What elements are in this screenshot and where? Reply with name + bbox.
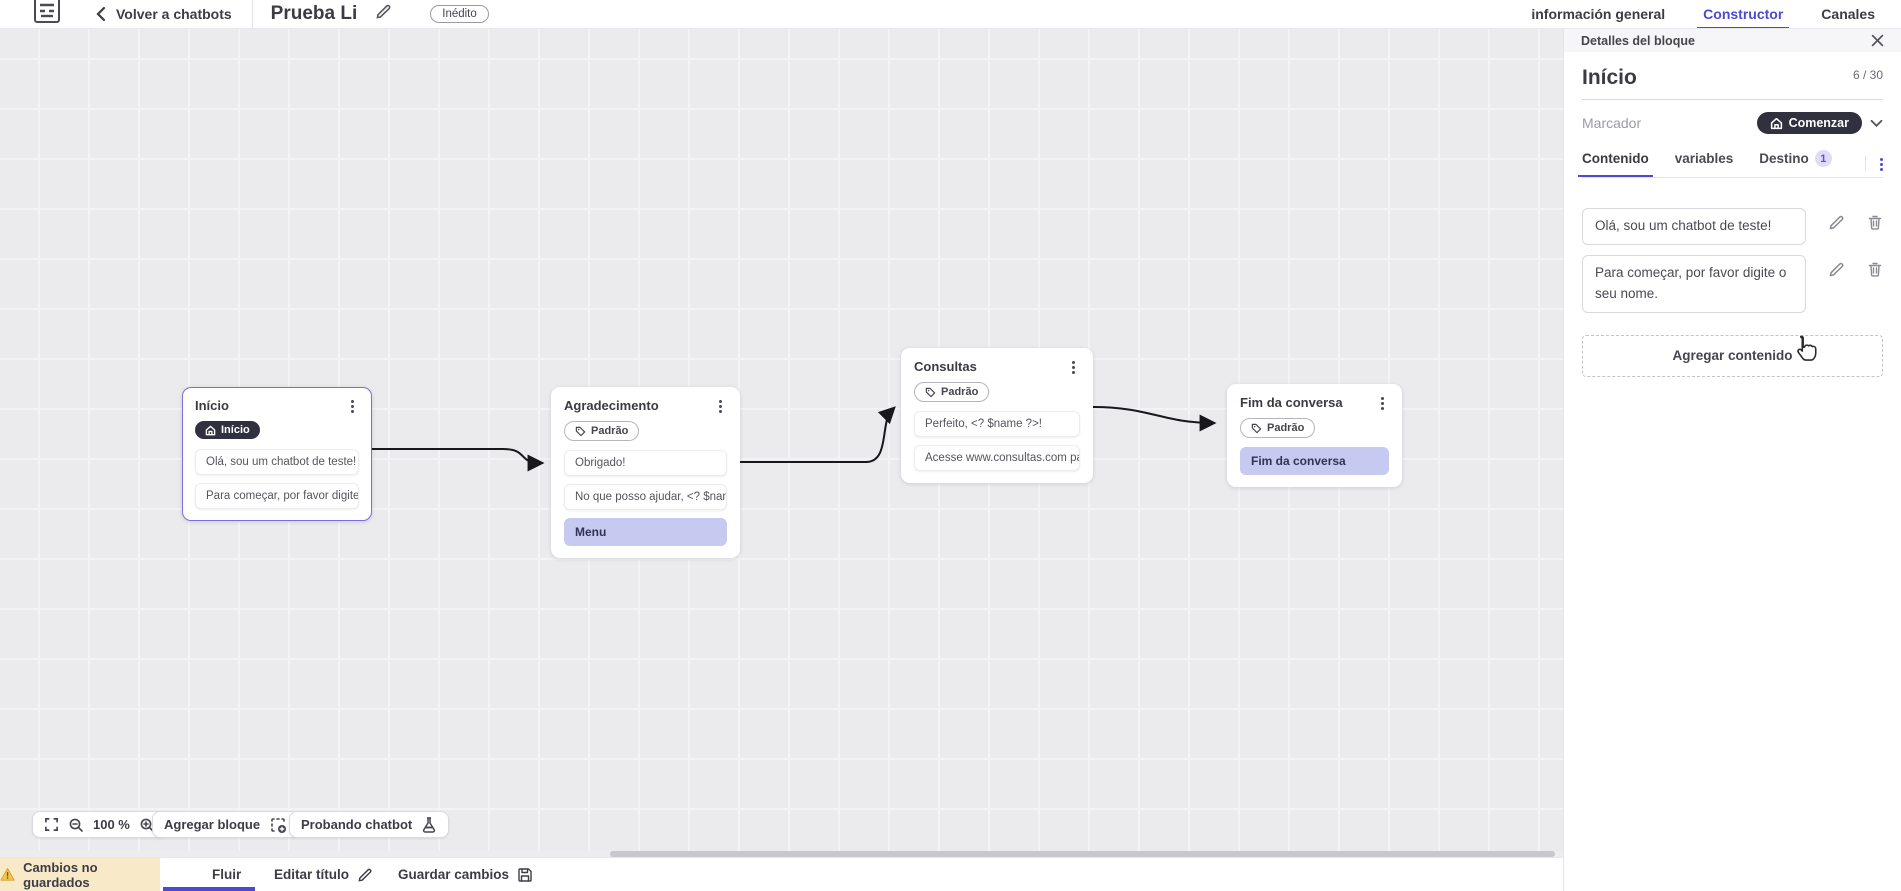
edit-content-icon[interactable] [1828, 214, 1845, 231]
delete-content-icon[interactable] [1867, 214, 1883, 231]
block-content-row[interactable]: Olá, sou um chatbot de teste! [195, 448, 359, 475]
save-icon [518, 867, 532, 882]
block-content-row[interactable]: Para começar, por favor digite o ... [195, 482, 359, 509]
tag-icon [925, 387, 936, 397]
edit-content-icon[interactable] [1828, 261, 1845, 278]
active-tab-underline [163, 887, 255, 891]
panel-tabs: Contenido variables Destino 1 [1578, 150, 1883, 178]
fullscreen-icon[interactable] [44, 817, 59, 832]
add-block-label: Agregar bloque [164, 817, 261, 832]
edit-title-button[interactable]: Editar título [274, 858, 373, 891]
chevron-down-icon[interactable] [1870, 119, 1883, 128]
block-menu-icon[interactable] [1375, 395, 1389, 411]
block-content-row[interactable]: No que posso ajudar, <? $name ... [564, 483, 727, 510]
status-badge: Inédito [430, 5, 489, 23]
block-content-row[interactable]: Obrigado! [564, 449, 727, 476]
block-tag-default: Padrão [914, 382, 990, 402]
close-icon[interactable] [1871, 34, 1884, 47]
block-title: Início [195, 398, 229, 413]
flow-block-consultas[interactable]: Consultas Padrão Perfeito, <? $name ?>! … [901, 348, 1093, 483]
add-content-button[interactable]: Agregar contenido [1582, 334, 1883, 377]
block-content-row[interactable]: Acesse www.consultas.com par... [914, 444, 1080, 471]
bottom-bar: Cambios no guardados Fluir Editar título… [0, 857, 1563, 891]
content-item: Para começar, por favor digite o seu nom… [1582, 254, 1883, 313]
content-item: Olá, sou um chatbot de teste! [1582, 208, 1883, 245]
flow-block-agradecimento[interactable]: Agradecimento Padrão Obrigado! No que po… [551, 387, 740, 558]
block-tag-start: Início [195, 421, 260, 439]
zoom-level: 100 % [93, 817, 130, 832]
delete-content-icon[interactable] [1867, 261, 1883, 278]
block-name-input[interactable]: Início [1582, 66, 1637, 89]
tag-icon [1251, 423, 1262, 433]
tag-icon [575, 426, 586, 436]
main-tabs: información general Constructor Canales [1531, 0, 1875, 28]
edge-inicio-agradecimento [371, 448, 545, 472]
edge-agradecimento-consultas [739, 406, 896, 463]
top-bar: Volver a chatbots Prueba Li Inédito info… [0, 0, 1901, 29]
tab-canales[interactable]: Canales [1821, 6, 1875, 22]
tab-variables[interactable]: variables [1674, 151, 1734, 166]
flask-icon [423, 817, 436, 833]
test-chatbot-button[interactable]: Probando chatbot [289, 811, 450, 838]
tab-fluir[interactable]: Fluir [212, 867, 242, 882]
char-counter: 6 / 30 [1852, 68, 1883, 82]
tab-constructor[interactable]: Constructor [1697, 6, 1790, 28]
warning-icon [0, 868, 15, 881]
tab-destino[interactable]: Destino 1 [1759, 150, 1832, 177]
add-block-button[interactable]: Agregar bloque [152, 811, 300, 838]
block-menu-icon[interactable] [1066, 359, 1080, 375]
block-title: Fim da conversa [1240, 395, 1343, 410]
panel-tabs-menu-icon[interactable] [1865, 156, 1883, 171]
flow-block-inicio[interactable]: Início Início Olá, sou um chatbot de tes… [182, 387, 372, 521]
marker-value-button[interactable]: Comenzar [1756, 112, 1862, 134]
block-menu-icon[interactable] [345, 398, 359, 414]
canvas-horizontal-scrollbar[interactable] [0, 851, 1563, 857]
panel-title: Detalles del bloque [1581, 33, 1695, 48]
tab-contenido[interactable]: Contenido [1578, 151, 1653, 177]
app-logo-icon [32, 0, 62, 25]
content-text-card[interactable]: Olá, sou um chatbot de teste! [1582, 208, 1806, 245]
edge-consultas-fim [1092, 406, 1217, 432]
marker-label: Marcador [1582, 115, 1642, 131]
block-tag-default: Padrão [1240, 418, 1316, 438]
canvas-zoom-controls: 100 % [32, 811, 167, 838]
test-chatbot-label: Probando chatbot [301, 817, 413, 832]
chatbot-title: Prueba Li [270, 3, 358, 24]
block-details-panel: Detalles del bloque Início 6 / 30 Marcad… [1563, 29, 1901, 891]
save-changes-button[interactable]: Guardar cambios [398, 858, 533, 891]
block-content-row[interactable]: Perfeito, <? $name ?>! [914, 410, 1080, 437]
add-block-icon [271, 817, 287, 833]
content-text-card[interactable]: Para começar, por favor digite o seu nom… [1582, 254, 1806, 313]
home-icon [1770, 117, 1782, 129]
home-icon [205, 425, 216, 435]
destino-count-badge: 1 [1814, 150, 1832, 167]
block-title: Agradecimento [564, 398, 659, 413]
back-label: Volver a chatbots [116, 6, 232, 22]
edit-title-icon[interactable] [375, 3, 392, 25]
block-menu-row[interactable]: Menu [564, 517, 727, 546]
chevron-left-icon [96, 6, 106, 22]
flow-block-fim-da-conversa[interactable]: Fim da conversa Padrão Fim da conversa [1227, 384, 1402, 487]
flow-canvas[interactable]: Início Início Olá, sou um chatbot de tes… [0, 29, 1563, 857]
block-menu-icon[interactable] [713, 398, 727, 414]
scrollbar-thumb[interactable] [610, 851, 1555, 857]
block-tag-default: Padrão [564, 421, 640, 441]
unsaved-changes-button[interactable]: Cambios no guardados [0, 858, 160, 891]
block-title: Consultas [914, 359, 977, 374]
back-to-chatbots-button[interactable]: Volver a chatbots [96, 6, 232, 22]
pencil-icon [358, 868, 372, 882]
zoom-out-icon[interactable] [68, 817, 84, 833]
divider [251, 0, 253, 28]
unsaved-label: Cambios no guardados [23, 859, 98, 890]
block-end-row[interactable]: Fim da conversa [1240, 446, 1389, 475]
tab-informacion-general[interactable]: información general [1531, 6, 1666, 22]
